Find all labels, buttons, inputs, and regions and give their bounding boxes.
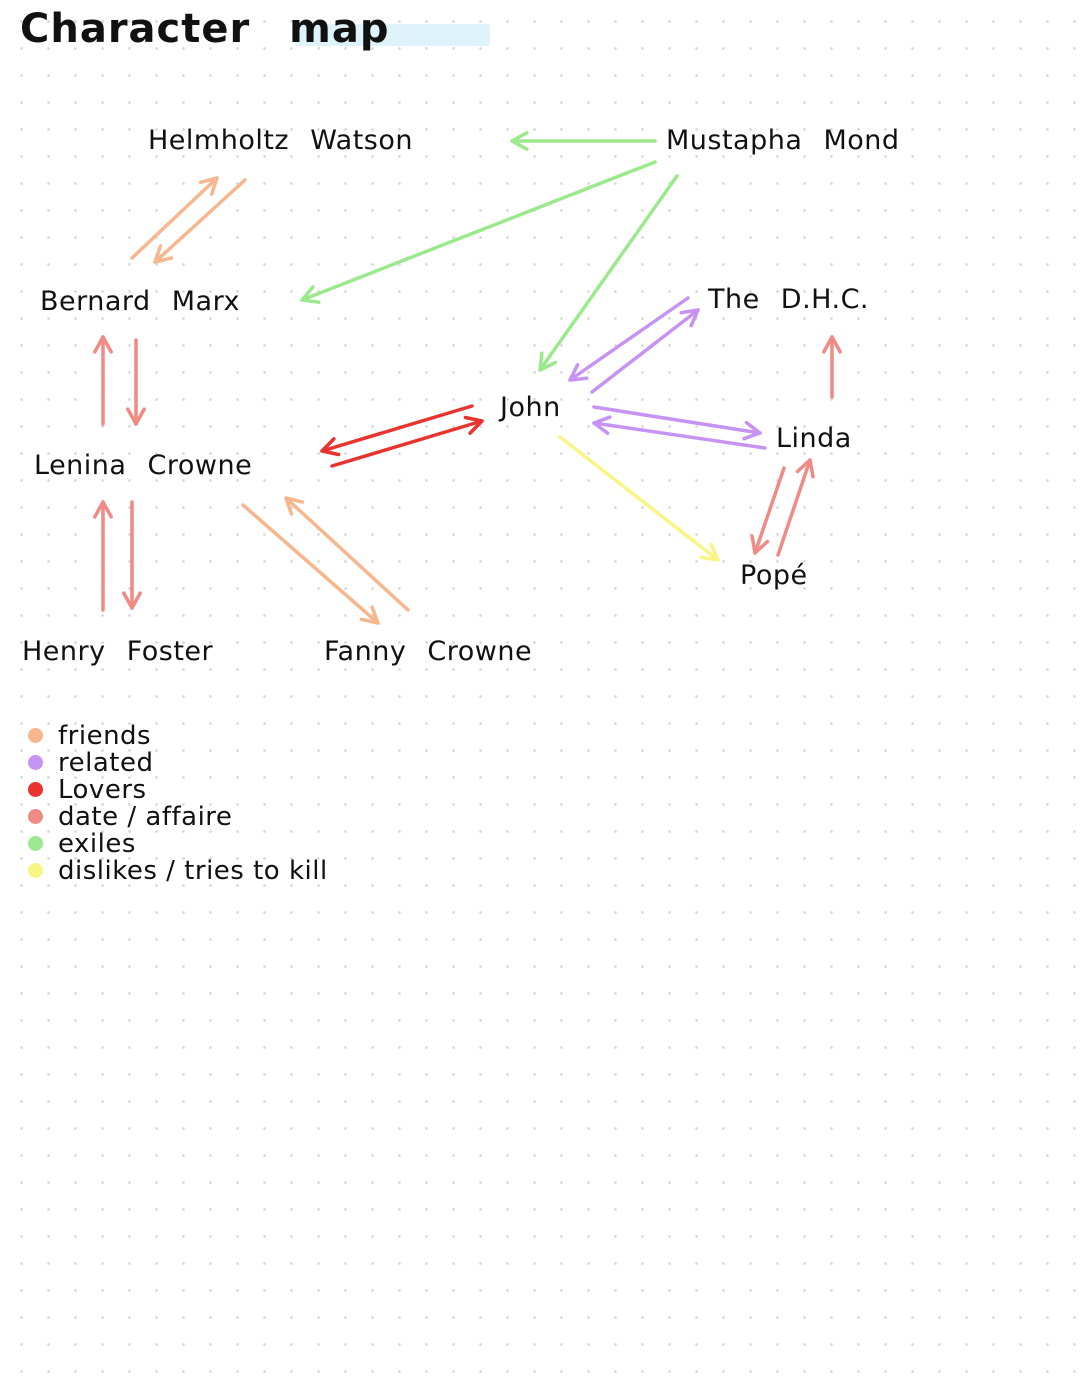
- arrow-lenina-to-john: [330, 415, 484, 468]
- legend-dot: [28, 782, 43, 797]
- arrow-bernard-to-helmholtz: [130, 176, 219, 260]
- arrow-head: [122, 591, 142, 610]
- node-lenina-crowne: Lenina Crowne: [34, 450, 253, 481]
- arrow-lenina-to-henry: [122, 500, 142, 610]
- arrow-head: [198, 176, 219, 196]
- arrow-shaft: [592, 421, 767, 450]
- arrow-mustapha-to-helmholtz: [510, 131, 657, 151]
- arrow-head: [93, 335, 113, 354]
- arrow-head: [679, 308, 700, 328]
- arrow-head: [153, 244, 174, 264]
- arrow-head: [93, 500, 113, 519]
- legend-label: dislikes / tries to kill: [58, 855, 328, 886]
- legend-dot: [28, 863, 43, 878]
- arrow-head: [568, 363, 589, 382]
- arrow-head: [284, 496, 305, 516]
- legend-label: related: [58, 747, 154, 778]
- arrow-pope-to-linda: [776, 458, 815, 557]
- node-henry-foster: Henry Foster: [22, 636, 214, 667]
- arrow-shaft: [300, 160, 657, 302]
- arrow-shaft: [568, 296, 690, 382]
- legend-item-lovers: Lovers: [28, 776, 328, 803]
- legend-dot: [28, 755, 43, 770]
- arrow-head: [463, 415, 484, 435]
- node-linda: Linda: [776, 423, 852, 454]
- arrow-henry-to-lenina: [93, 500, 113, 612]
- title-block: Character map: [20, 6, 490, 62]
- arrow-linda-to-dhc: [822, 335, 842, 399]
- arrow-shaft: [284, 496, 410, 612]
- node-mustapha-mond: Mustapha Mond: [666, 125, 900, 156]
- arrow-head: [742, 420, 762, 441]
- legend-item-related: related: [28, 749, 328, 776]
- arrow-head: [592, 415, 612, 435]
- legend-dot: [28, 836, 43, 851]
- arrow-shaft: [592, 405, 762, 435]
- arrow-lenina-to-bernard: [93, 335, 113, 426]
- arrow-lenina-to-fanny: [241, 503, 380, 625]
- arrow-shaft: [153, 178, 247, 264]
- legend-item-exiles: exiles: [28, 830, 328, 857]
- arrow-shaft: [590, 308, 700, 394]
- arrow-mustapha-to-bernard: [300, 160, 657, 304]
- arrow-head: [699, 542, 720, 562]
- arrow-shaft: [558, 435, 720, 562]
- legend-item-dislikes: dislikes / tries to kill: [28, 857, 328, 884]
- arrow-john-to-dhc: [590, 308, 700, 394]
- arrow-john-to-linda: [592, 405, 762, 441]
- legend-label: date / affaire: [58, 801, 233, 832]
- arrow-linda-to-pope: [750, 466, 786, 555]
- legend-dot: [28, 728, 43, 743]
- legend-label: exiles: [58, 828, 136, 859]
- arrow-head: [300, 285, 321, 304]
- arrow-head: [320, 437, 341, 457]
- arrow-linda-to-john: [592, 415, 767, 450]
- node-bernard-marx: Bernard Marx: [40, 286, 240, 317]
- arrow-head: [822, 335, 842, 354]
- legend-label: friends: [58, 720, 152, 751]
- legend-item-date-affair: date / affaire: [28, 803, 328, 830]
- arrow-shaft: [776, 458, 812, 557]
- arrow-head: [126, 407, 146, 426]
- arrow-head: [795, 458, 815, 479]
- arrow-head: [750, 534, 770, 555]
- arrow-shaft: [130, 176, 219, 260]
- arrow-dhc-to-john: [568, 296, 690, 382]
- arrow-john-to-pope: [558, 435, 720, 562]
- arrow-head: [510, 131, 529, 151]
- arrow-helmholtz-to-bernard: [153, 178, 247, 264]
- arrow-shaft: [330, 419, 484, 468]
- legend-item-friends: friends: [28, 722, 328, 749]
- arrow-fanny-to-lenina: [284, 496, 410, 612]
- page-title: Character map: [20, 6, 390, 52]
- title-highlight: [295, 24, 490, 46]
- arrow-mustapha-to-john: [538, 174, 679, 372]
- legend-dot: [28, 809, 43, 824]
- node-helmholtz-watson: Helmholtz Watson: [148, 125, 413, 156]
- node-john: John: [500, 392, 561, 423]
- arrow-head: [359, 605, 380, 625]
- arrow-john-to-lenina: [320, 404, 474, 457]
- node-pope: Popé: [740, 560, 808, 591]
- arrow-shaft: [538, 174, 679, 372]
- arrow-shaft: [320, 404, 474, 453]
- legend-label: Lovers: [58, 774, 147, 805]
- node-fanny-crowne: Fanny Crowne: [324, 636, 533, 667]
- node-the-dhc: The D.H.C.: [708, 284, 870, 315]
- arrow-bernard-to-lenina: [126, 338, 146, 426]
- arrow-shaft: [241, 503, 380, 625]
- arrow-shaft: [753, 466, 786, 555]
- arrow-head: [538, 351, 558, 372]
